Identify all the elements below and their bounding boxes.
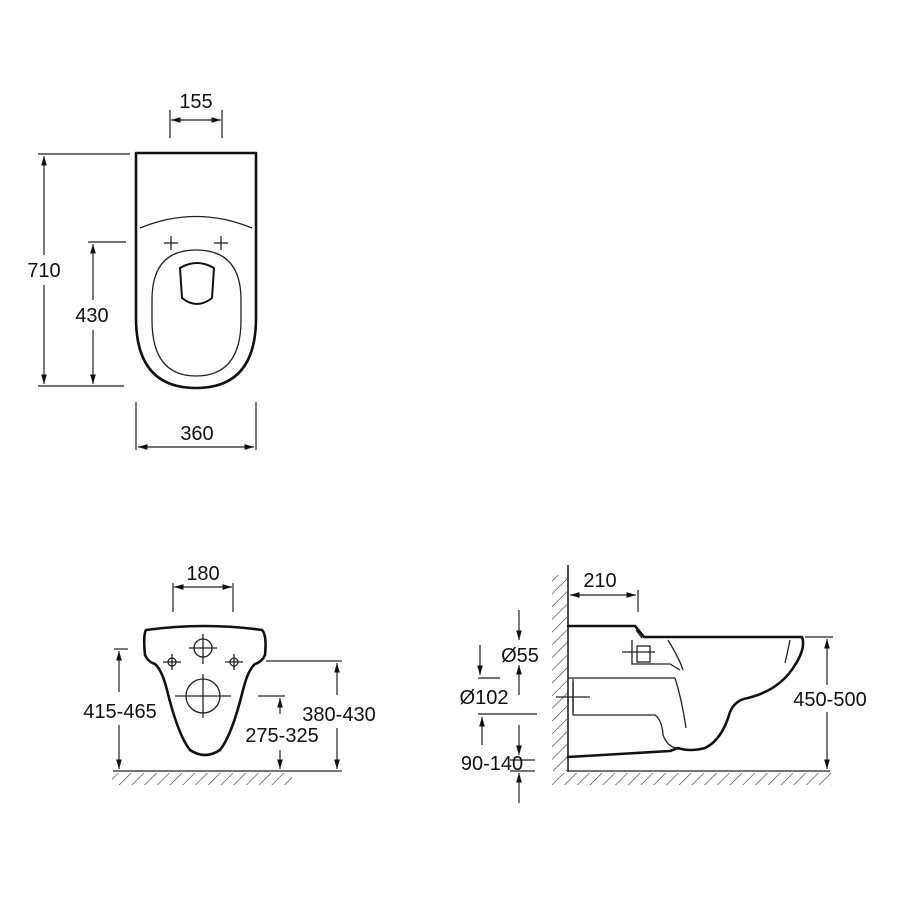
dimension-430 bbox=[88, 241, 126, 384]
top-view: 155 710 430 360 bbox=[27, 91, 258, 450]
front-view: 180 415-465 380-430 275-325 bbox=[83, 563, 376, 785]
fixing-cross-left bbox=[164, 236, 178, 250]
label-275-325: 275-325 bbox=[245, 725, 318, 747]
dimension-210 bbox=[570, 590, 639, 612]
wall-hatch bbox=[552, 575, 567, 771]
fixing-cross-left bbox=[163, 654, 181, 670]
label-90-140: 90-140 bbox=[461, 753, 523, 775]
side-view: 210 450-500 Ø55 Ø102 90-140 bbox=[460, 565, 867, 803]
label-710: 710 bbox=[27, 260, 60, 282]
floor-hatch bbox=[552, 773, 832, 785]
label-415-465: 415-465 bbox=[83, 701, 156, 723]
dimension-90-140 bbox=[478, 713, 537, 803]
rim-line bbox=[784, 639, 791, 664]
dimension-275-325 bbox=[258, 695, 285, 769]
dimension-360 bbox=[135, 402, 257, 450]
fixing-cross-right bbox=[214, 236, 228, 250]
label-180: 180 bbox=[186, 563, 219, 585]
fixing-cross-right bbox=[225, 654, 243, 670]
top-view-outline bbox=[134, 151, 258, 390]
floor-hatch bbox=[112, 773, 292, 785]
label-155: 155 bbox=[179, 91, 212, 113]
label-d55: Ø55 bbox=[501, 645, 539, 667]
label-360: 360 bbox=[180, 423, 213, 445]
label-450-500: 450-500 bbox=[793, 689, 866, 711]
front-view-outline bbox=[142, 624, 267, 757]
dimension-380-430 bbox=[266, 660, 342, 769]
lid-hole bbox=[179, 262, 215, 305]
outlet-cross bbox=[175, 674, 231, 718]
inlet-box bbox=[636, 645, 651, 663]
trapway-line bbox=[667, 639, 687, 729]
side-view-outline bbox=[566, 624, 805, 759]
dimension-710 bbox=[38, 153, 130, 387]
dimension-415-465 bbox=[114, 648, 128, 769]
label-430: 430 bbox=[75, 305, 108, 327]
label-210: 210 bbox=[583, 570, 616, 592]
label-380-430: 380-430 bbox=[302, 704, 375, 726]
seat-line bbox=[139, 215, 253, 229]
dimension-155 bbox=[169, 110, 223, 138]
dimension-180 bbox=[172, 583, 234, 612]
outlet-cross bbox=[556, 682, 590, 712]
label-d102: Ø102 bbox=[460, 687, 509, 709]
seat-ring bbox=[151, 249, 242, 377]
inlet-cross bbox=[189, 634, 217, 664]
dimension-450-500 bbox=[805, 636, 833, 769]
inner-trap-line bbox=[568, 629, 681, 749]
dimension-d55 bbox=[477, 610, 522, 695]
